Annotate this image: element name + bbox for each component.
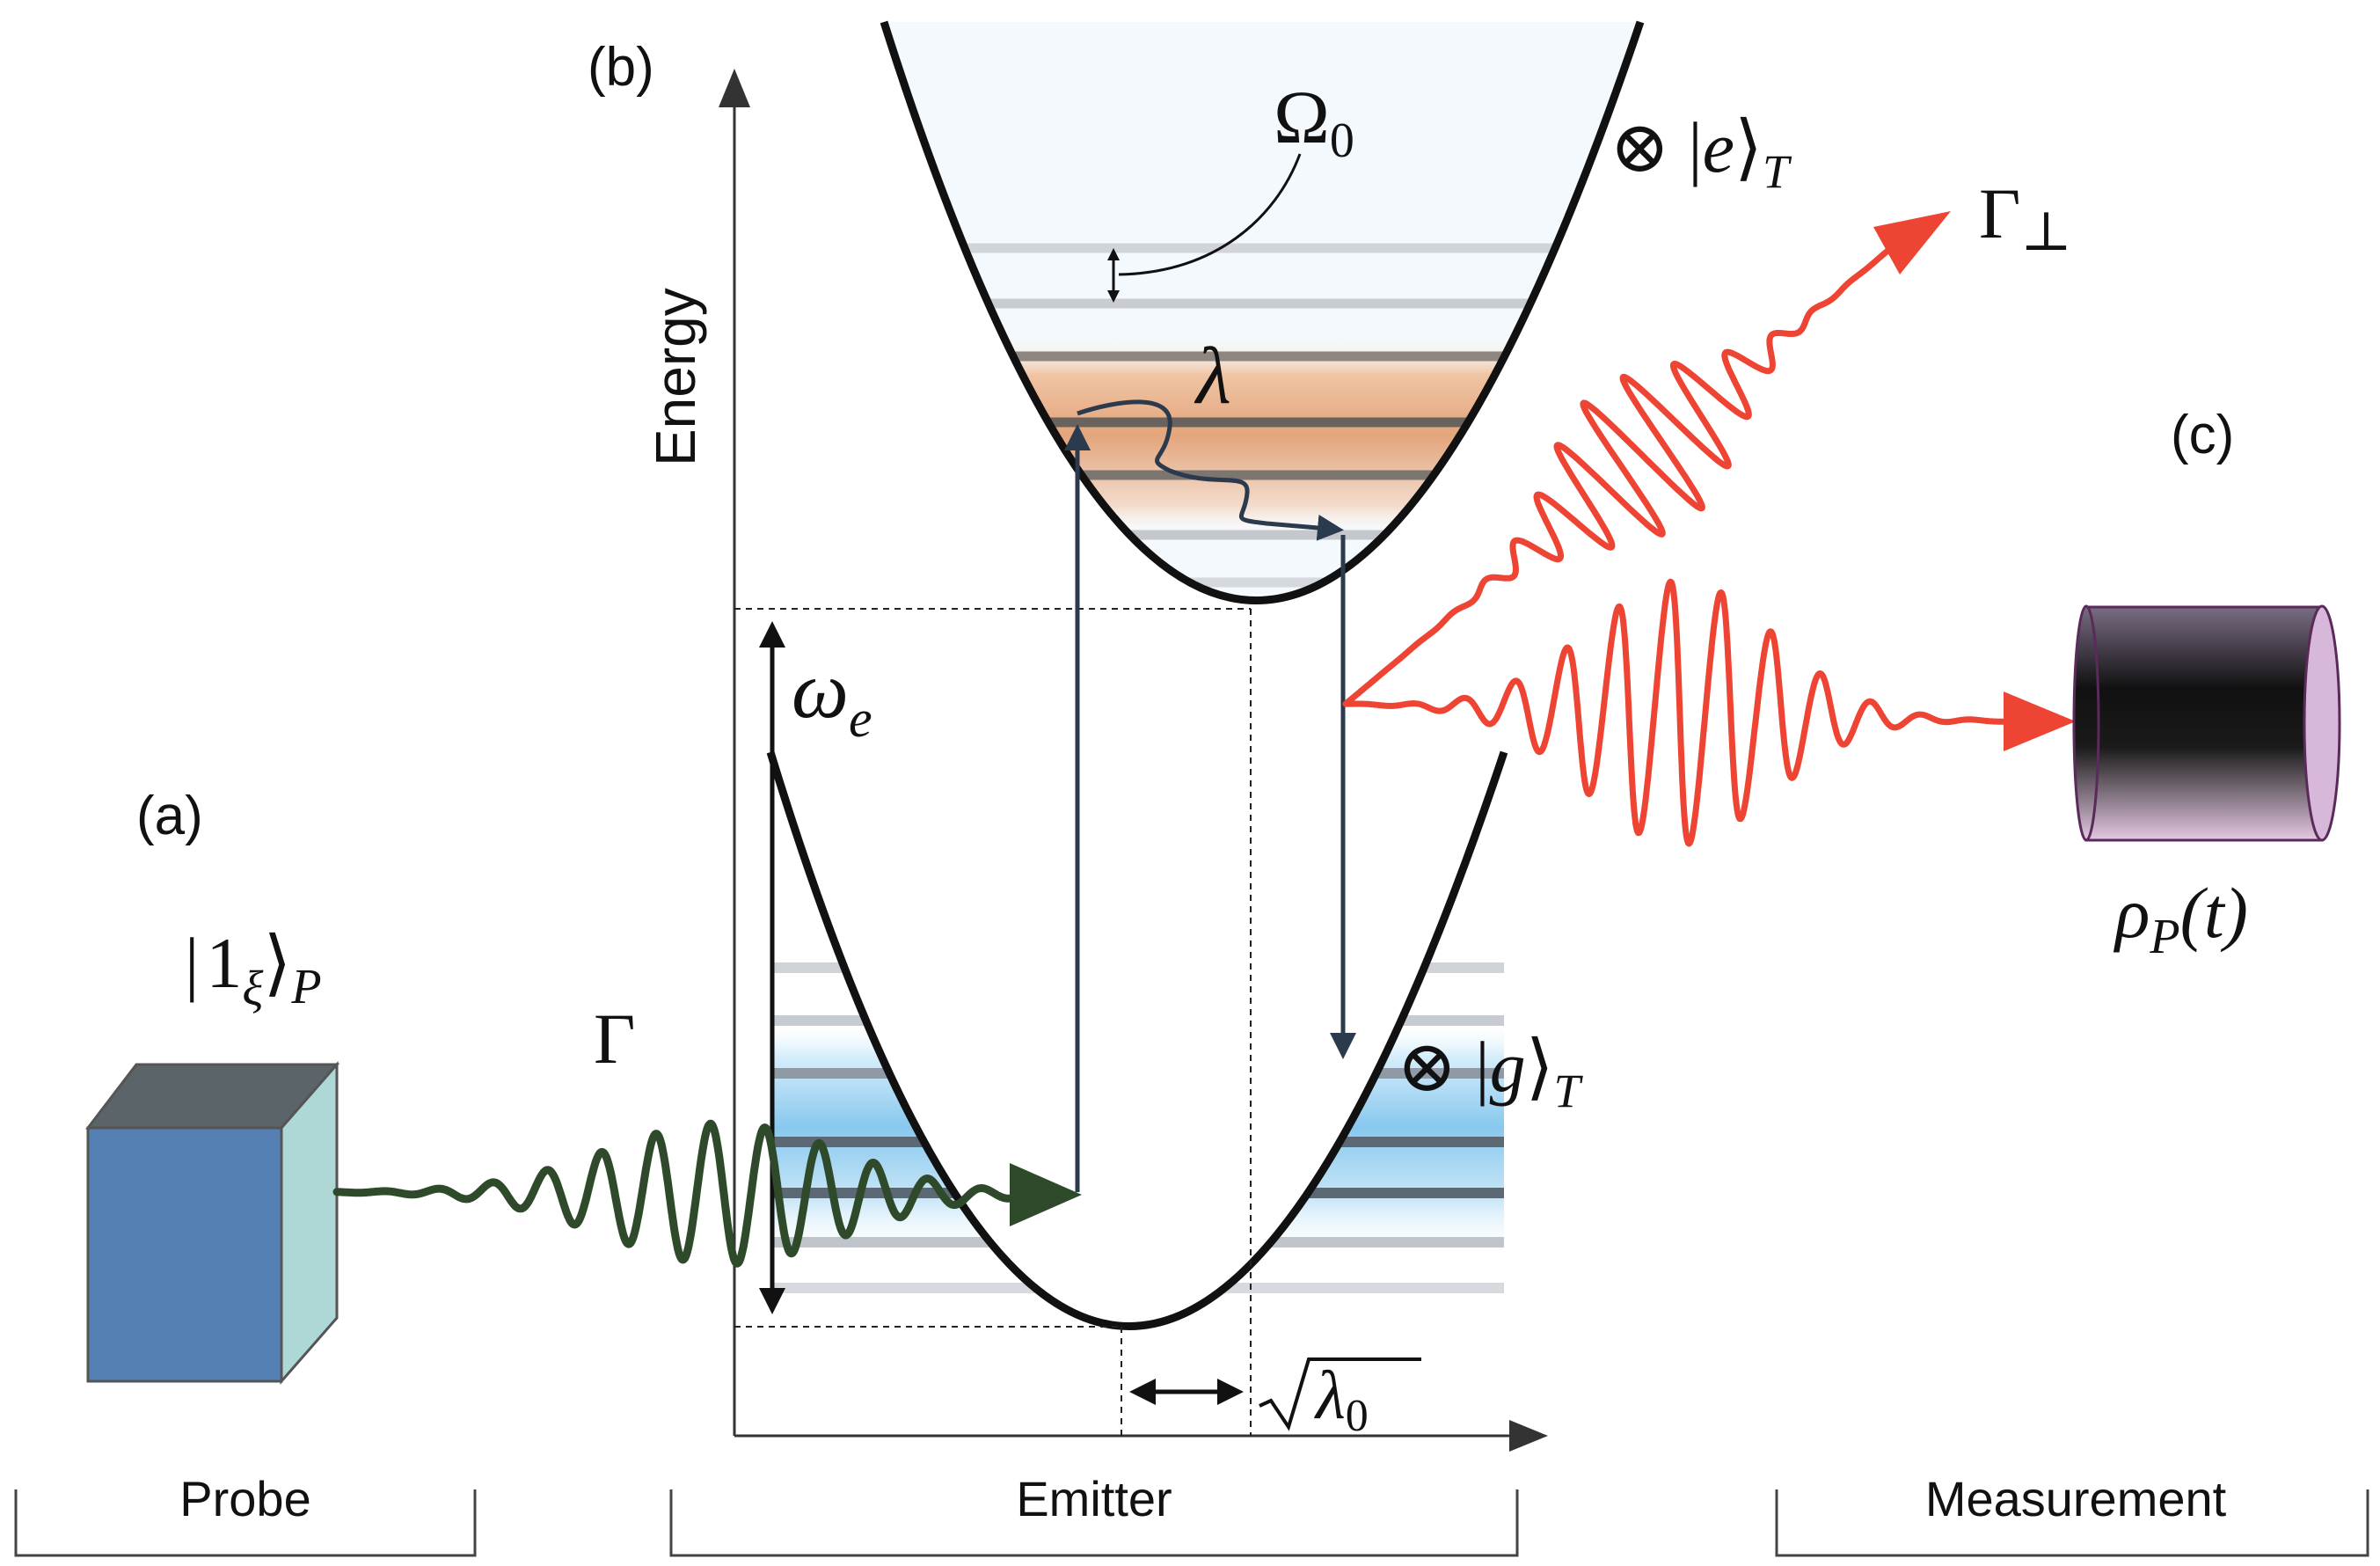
section-label-probe: Probe xyxy=(179,1471,310,1526)
y-axis-arrowhead xyxy=(719,69,750,107)
probe-state-label: |1ξ⟩P xyxy=(185,923,322,1016)
measured-emission-arrowhead xyxy=(2004,692,2076,751)
sqrt-sign xyxy=(1259,1357,1421,1431)
relaxation-wavy-arrow xyxy=(1077,399,1344,541)
omega0-spacing-marker xyxy=(1107,153,1302,303)
excited-potential-curve xyxy=(880,20,1645,604)
section-label-emitter: Emitter xyxy=(1016,1471,1172,1526)
emitter-bracket xyxy=(669,1489,1519,1557)
ground-potential-curve xyxy=(766,750,1508,1330)
lost-emission-wave xyxy=(1342,245,1895,707)
panel-label-a: (a) xyxy=(136,786,203,846)
detector-cylinder xyxy=(2072,604,2341,842)
probe-bracket xyxy=(14,1489,477,1557)
detector-face xyxy=(2303,604,2341,842)
panel-label-b: (b) xyxy=(588,37,654,98)
cube-front xyxy=(86,1126,283,1383)
lambda-label: λ xyxy=(1194,331,1231,421)
omega-e-label: ωe xyxy=(792,645,872,748)
measured-emission-wave xyxy=(1342,578,2011,847)
measurement-bracket xyxy=(1775,1489,2369,1557)
excited-state-label: ⊗ |e⟩T xyxy=(1610,107,1792,198)
ground-state-label: ⊗ |g⟩T xyxy=(1397,1027,1584,1117)
lost-emission-arrowhead xyxy=(1873,211,1951,274)
section-brackets xyxy=(14,1489,2369,1557)
probe-wave xyxy=(332,1119,1016,1268)
lambda0-label: λ0 xyxy=(1314,1357,1369,1441)
panel-label-c: (c) xyxy=(2171,405,2234,465)
probe-cube xyxy=(84,1061,340,1385)
gamma-perp-label: Γ⊥ xyxy=(1979,173,2072,262)
section-label-measurement: Measurement xyxy=(1925,1471,2227,1526)
density-matrix-label: ρP(t) xyxy=(2113,873,2248,964)
probe-wave-arrowhead xyxy=(1010,1163,1082,1226)
energy-axes xyxy=(719,69,1548,1452)
guide-lines xyxy=(734,608,1252,1436)
x-axis-arrowhead xyxy=(1509,1420,1548,1452)
y-axis-label: Energy xyxy=(644,288,707,466)
gamma-label: Γ xyxy=(594,999,635,1079)
omega0-label: Ω0 xyxy=(1274,75,1354,168)
